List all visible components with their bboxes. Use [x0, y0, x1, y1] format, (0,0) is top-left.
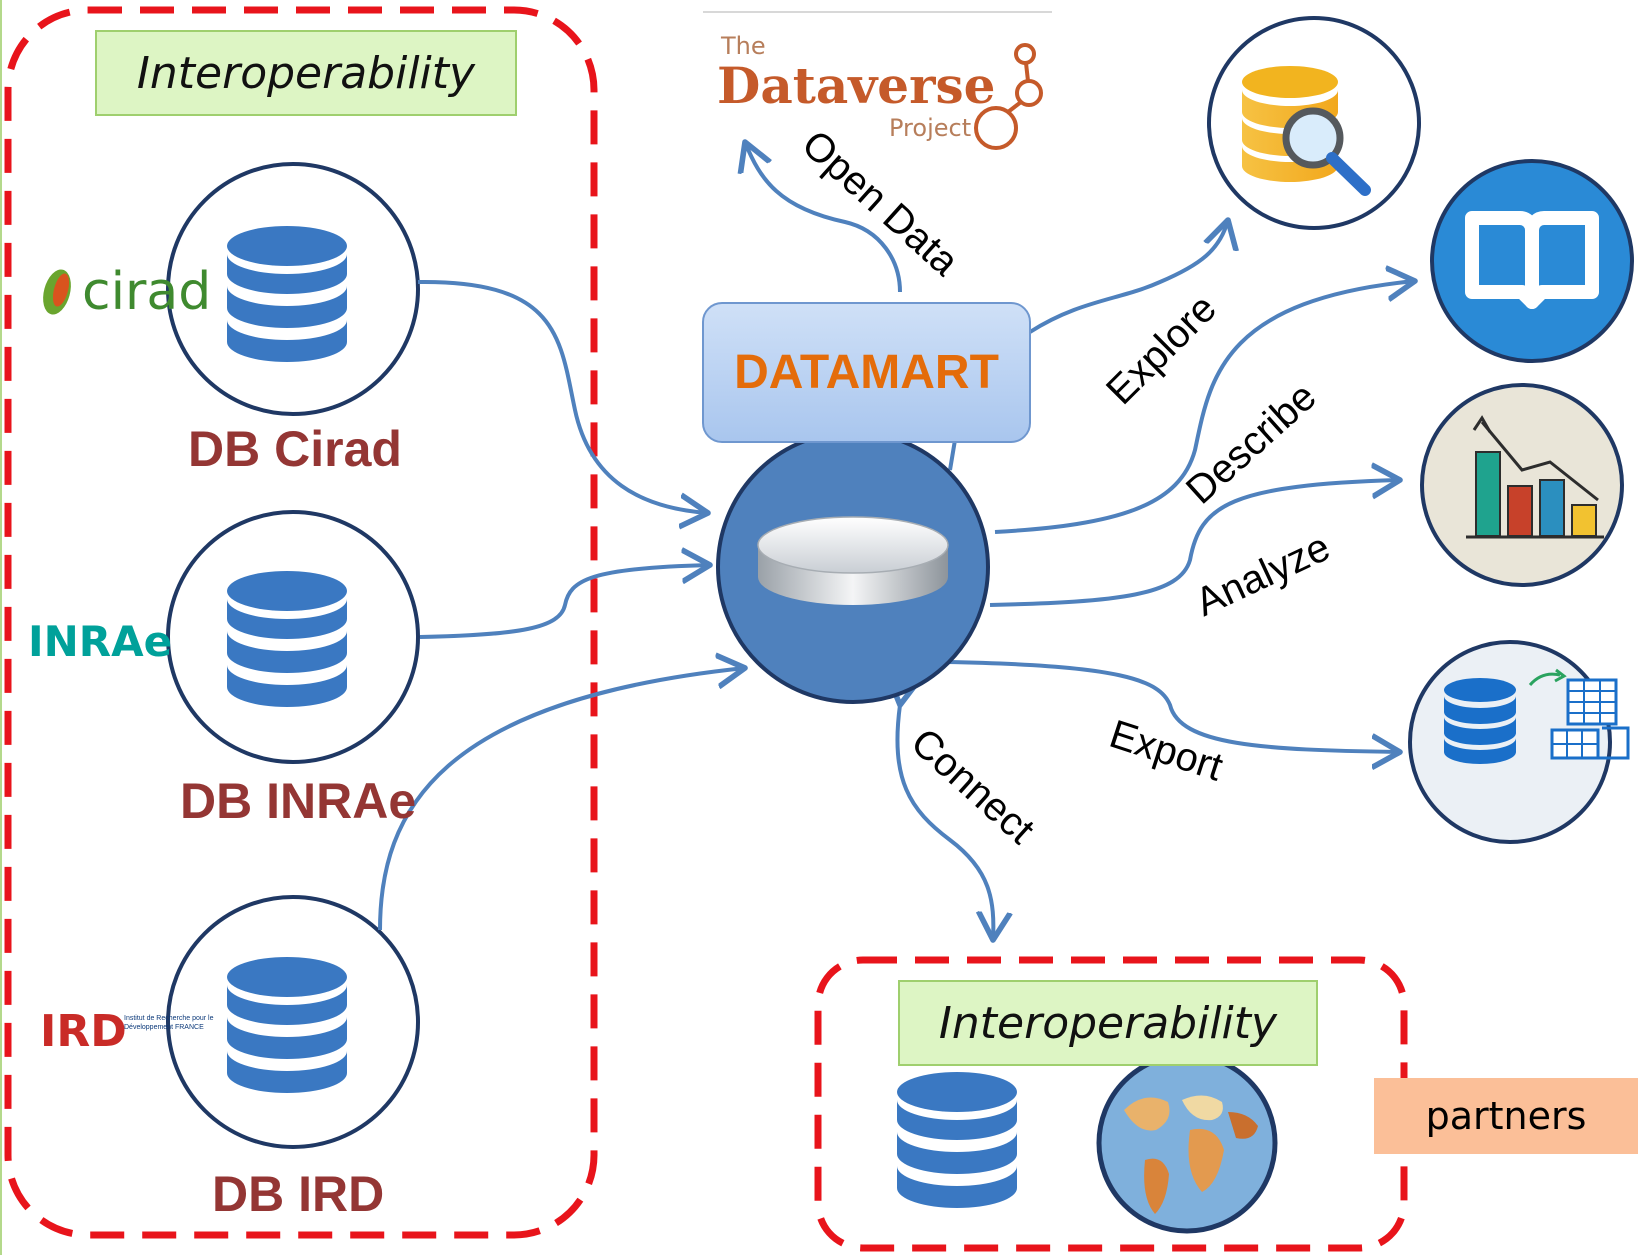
analyze-arrow [989, 480, 1400, 607]
dataverse-name-text: Dataverse [717, 56, 996, 115]
ird-logo-text: IRD [40, 1006, 127, 1057]
partners-label: partners [1374, 1078, 1638, 1154]
inrae-logo: INRAe [28, 617, 173, 666]
cirad-to-hub-arrow [417, 279, 708, 513]
export-arrow [944, 660, 1400, 752]
inrae-to-hub-arrow [419, 565, 710, 639]
describe-arrow [994, 281, 1415, 534]
database-disk-icon [757, 516, 949, 605]
ird-logo-caption: Institut de Recherche pour le Développem… [124, 1015, 214, 1031]
dataverse-the-text: The [721, 32, 766, 60]
ird-to-hub-arrow [378, 668, 745, 931]
world-map-icon [1096, 1052, 1278, 1234]
bar-chart-icon [1466, 415, 1604, 539]
cirad-leaf-icon [43, 269, 71, 315]
open-data-arrow [745, 142, 902, 293]
bottom-interoperability-label: Interoperability [898, 980, 1318, 1066]
connect-arrow [897, 705, 993, 940]
left-interoperability-label: Interoperability [95, 30, 517, 116]
explore-arrow [1028, 220, 1228, 334]
dataverse-project-text: Project [889, 114, 972, 142]
dataverse-logo: The Dataverse Project [703, 14, 1053, 150]
left-group-border [4, 6, 598, 1239]
datamart-box: DATAMART [702, 302, 1031, 443]
dataverse-molecule-icon [974, 43, 1043, 150]
datamart-label: DATAMART [734, 346, 999, 399]
partner-database-icon [897, 1072, 1017, 1208]
cirad-logo-text: cirad [82, 262, 212, 322]
datamart-link-line [948, 439, 957, 471]
database-search-icon [1242, 66, 1371, 196]
book-icon [1465, 211, 1599, 309]
export-table-icon [1444, 668, 1630, 764]
db-ird-label: DB IRD [212, 1166, 385, 1222]
db-cirad-label: DB Cirad [188, 421, 402, 477]
db-inrae-label: DB INRAe [180, 773, 417, 829]
